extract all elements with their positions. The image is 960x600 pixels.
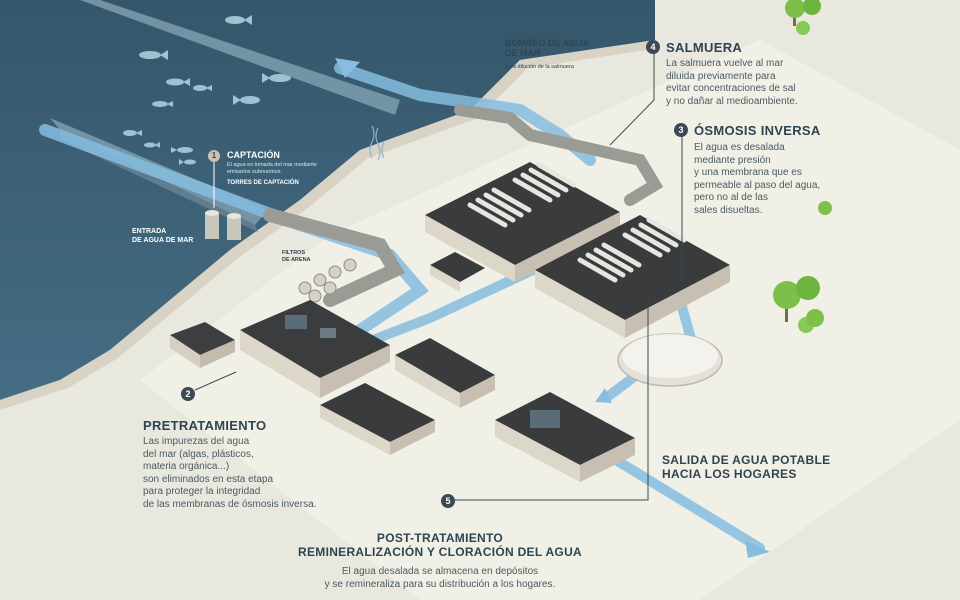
trees xyxy=(773,0,832,333)
flow-arrow-tank xyxy=(595,388,612,403)
label-pretratamiento-title: PRETRATAMIENTO xyxy=(143,418,267,433)
leader-lines xyxy=(194,48,683,501)
label-captacion-title: CAPTACIÓN xyxy=(227,150,280,160)
building-post-treatment xyxy=(495,392,635,482)
membrane-tubes xyxy=(467,162,687,283)
label-bombeo-sub: para dilución de la salmuera xyxy=(505,64,574,70)
label-filtros: FILTROS DE ARENA xyxy=(282,250,311,263)
label-salmuera-title: SALMUERA xyxy=(666,40,743,55)
sand-filters xyxy=(298,258,357,303)
building-small-left xyxy=(170,322,235,368)
label-pretratamiento-text: Las impurezas del agua del mar (algas, p… xyxy=(143,436,317,510)
brine-pipe xyxy=(80,0,400,115)
label-post-text: El agua desalada se almacena en depósito… xyxy=(324,566,556,590)
intake-towers xyxy=(205,210,241,240)
flow-arrow-brine xyxy=(335,58,360,78)
step-number-2: 2 xyxy=(181,387,195,401)
building-small-mid xyxy=(430,252,485,292)
label-post-title: POST-TRATAMIENTO REMINERALIZACIÓN Y CLOR… xyxy=(298,531,582,559)
step-number-5: 5 xyxy=(441,494,455,508)
label-captacion-text: El agua es tomada del mar mediante emisa… xyxy=(227,162,317,175)
label-osmosis-text: El agua es desalada mediante presión y u… xyxy=(694,142,821,216)
building-middle xyxy=(395,338,495,408)
label-salmuera-text: La salmuera vuelve al mar diluida previa… xyxy=(666,58,798,107)
step-number-1: 1 xyxy=(208,150,220,162)
label-bombeo-title: BOMBEO DE AGUA DE MAR xyxy=(505,38,590,58)
land-pipes xyxy=(263,104,664,307)
fish-group xyxy=(123,15,291,165)
step-number-3: 3 xyxy=(674,123,688,137)
sea-area xyxy=(0,0,655,400)
plant-ground xyxy=(140,40,960,600)
building-pretreatment xyxy=(240,300,390,398)
seaweed xyxy=(369,125,385,161)
label-captacion-sub: TORRES DE CAPTACIÓN xyxy=(227,180,299,186)
label-salida-title: SALIDA DE AGUA POTABLE HACIA LOS HOGARES xyxy=(662,453,831,481)
label-entrada: ENTRADA DE AGUA DE MAR xyxy=(132,228,194,244)
shoreline xyxy=(0,40,660,410)
flow-arrow-output xyxy=(745,540,770,558)
water-tank xyxy=(617,333,723,387)
building-lower-left xyxy=(320,383,435,455)
step-number-4: 4 xyxy=(646,40,660,54)
label-osmosis-title: ÓSMOSIS INVERSA xyxy=(694,123,821,138)
